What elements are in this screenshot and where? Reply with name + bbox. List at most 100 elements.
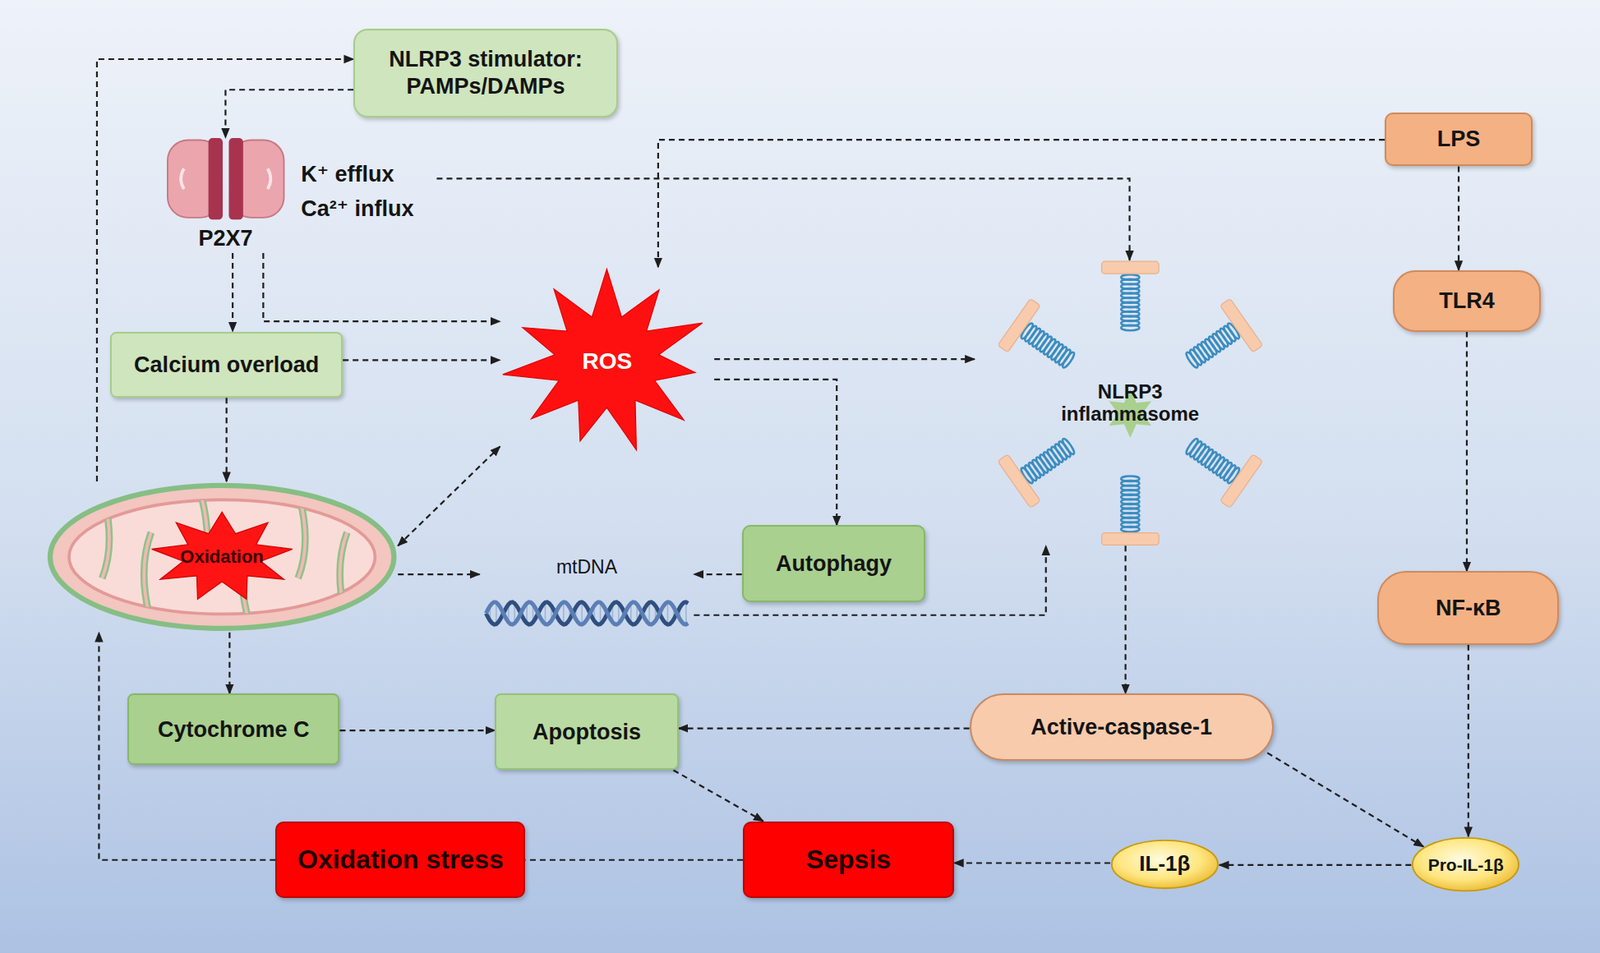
illustration-shape xyxy=(1219,298,1263,353)
illustration-shape xyxy=(495,602,497,624)
process-box: Autophagy xyxy=(742,525,927,602)
process-box-text: Autophagy xyxy=(775,550,892,577)
receptor-channel-text: P2X7 xyxy=(198,225,253,252)
illustration-shape xyxy=(1101,261,1159,274)
illustration-shape xyxy=(580,602,582,625)
dashed-arrow xyxy=(693,573,742,576)
outcome-box: Oxidation stress xyxy=(275,821,526,899)
illustration-shape xyxy=(1412,838,1519,892)
illustration-shape xyxy=(101,491,347,623)
cytokine-ellipse-text: Pro-IL-1β xyxy=(1428,854,1504,876)
receptor-box-text: TLR4 xyxy=(1438,287,1495,314)
dashed-arrow xyxy=(678,727,970,729)
illustration-shape xyxy=(562,602,564,625)
stimulus-box-text: NLRP3 stimulator: PAMPs/DAMPs xyxy=(363,46,609,100)
dashed-arrow xyxy=(1466,331,1468,572)
illustration-shape xyxy=(485,602,688,625)
dashed-arrow xyxy=(225,89,354,138)
illustration-shape xyxy=(648,602,650,624)
illustration-shape xyxy=(101,491,110,579)
inflammasome-complex: NLRP3 inflammasome xyxy=(974,260,1287,547)
illustration-shape xyxy=(599,602,600,624)
process-box-text: Cytochrome C xyxy=(157,716,310,743)
illustration-shape xyxy=(143,532,152,623)
dashed-arrow xyxy=(1125,545,1127,694)
dashed-arrow xyxy=(1267,752,1424,847)
illustration-shape xyxy=(1101,261,1159,331)
outcome-box-text: Sepsis xyxy=(806,843,891,876)
outcome-box: Sepsis xyxy=(742,821,955,899)
illustration-shape xyxy=(997,437,1076,508)
illustration-shape xyxy=(167,138,285,220)
illustration-shape xyxy=(502,269,703,451)
receptor-channel: P2X7 xyxy=(163,138,288,254)
ros-burst: ROS xyxy=(499,267,715,457)
stimulus-box: NLRP3 stimulator: PAMPs/DAMPs xyxy=(353,28,618,118)
illustration-shape xyxy=(180,168,271,190)
illustration-shape xyxy=(1120,274,1139,280)
dashed-arrow xyxy=(1219,864,1411,867)
illustration-shape xyxy=(997,298,1076,369)
process-box-text: Apoptosis xyxy=(532,719,641,746)
dashed-arrow xyxy=(954,862,1111,864)
dashed-arrow xyxy=(96,59,354,482)
mtdna-helix-text: mtDNA xyxy=(556,556,618,580)
dashed-arrow xyxy=(397,573,480,576)
illustration-shape xyxy=(1184,298,1263,369)
pathogen-box: LPS xyxy=(1384,112,1533,167)
illustration-shape xyxy=(298,491,306,579)
mtdna-helix: mtDNA xyxy=(479,556,695,630)
receptor-box: TLR4 xyxy=(1392,270,1541,332)
dashed-arrow xyxy=(225,397,228,482)
illustration-shape xyxy=(151,511,292,600)
enzyme-pill: Active-caspase-1 xyxy=(969,693,1274,761)
process-box: Calcium overload xyxy=(110,331,343,399)
outcome-box-text: Oxidation stress xyxy=(297,843,504,876)
dashed-arrow xyxy=(436,178,1130,260)
illustration-shape xyxy=(143,532,152,623)
illustration-shape xyxy=(1120,526,1139,532)
illustration-shape xyxy=(666,602,668,625)
inflammasome-complex-text: NLRP3 inflammasome xyxy=(1060,380,1199,426)
dashed-arrow xyxy=(339,729,495,732)
illustration-shape xyxy=(207,138,222,220)
dashed-arrow xyxy=(1467,645,1470,837)
illustration-shape xyxy=(339,532,347,623)
dashed-arrow xyxy=(673,770,764,821)
illustration-shape xyxy=(685,602,687,625)
illustration-shape xyxy=(298,491,306,579)
illustration-shape xyxy=(101,491,110,579)
dashed-arrow xyxy=(714,358,975,360)
ion-flux-label: K⁺ efflux xyxy=(300,161,394,188)
process-box: Apoptosis xyxy=(494,693,679,771)
illustration-shape xyxy=(50,485,394,629)
illustration-shape xyxy=(1184,437,1263,508)
dashed-arrow xyxy=(658,139,1385,268)
dashed-arrow xyxy=(228,632,231,695)
cytokine-ellipse: IL-1β xyxy=(1110,839,1220,890)
dashed-arrow xyxy=(342,359,500,361)
illustration-shape xyxy=(544,602,545,624)
transcription-factor-box: NF-κB xyxy=(1377,571,1559,645)
process-box: Cytochrome C xyxy=(127,693,340,766)
cytokine-ellipse: Pro-IL-1β xyxy=(1410,836,1521,893)
cytokine-ellipse-text: IL-1β xyxy=(1138,851,1190,877)
pathogen-box-text: LPS xyxy=(1437,125,1481,153)
ros-burst-text: ROS xyxy=(581,347,632,376)
illustration-shape xyxy=(997,298,1041,353)
dashed-arrow xyxy=(262,253,500,322)
illustration-shape xyxy=(997,453,1041,508)
dashed-arrow xyxy=(714,379,837,526)
illustration-shape xyxy=(228,138,243,220)
dashed-arrow xyxy=(397,447,500,547)
dashed-arrow xyxy=(1457,165,1460,271)
enzyme-pill-text: Active-caspase-1 xyxy=(1030,714,1213,741)
dashed-arrow xyxy=(525,859,743,862)
process-box-text: Calcium overload xyxy=(133,351,319,379)
illustration-shape xyxy=(1111,840,1218,889)
illustration-shape xyxy=(485,602,688,625)
transcription-factor-box-text: NF-κB xyxy=(1435,594,1502,622)
ion-flux-label: Ca²⁺ influx xyxy=(300,195,414,222)
mitochondrion: Oxidation xyxy=(46,481,398,633)
illustration-shape xyxy=(1219,453,1263,508)
